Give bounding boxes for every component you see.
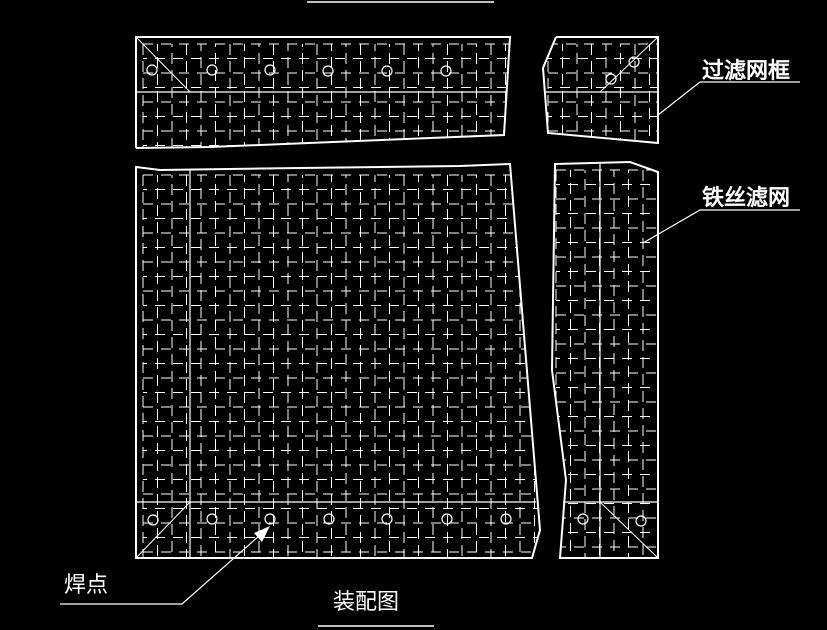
- weld-point: [628, 56, 640, 68]
- drawing-title: 装配图: [333, 590, 399, 615]
- mesh-label: 铁丝滤网: [702, 185, 790, 211]
- filter-frame-outline: [135, 36, 659, 559]
- mesh-bottom-left: [142, 174, 540, 558]
- weld-point: [381, 65, 393, 77]
- weld-leader-line: [60, 527, 269, 605]
- weld-label: 焊点: [64, 573, 108, 598]
- weld-point: [381, 513, 393, 525]
- weld-point: [322, 65, 334, 77]
- weld-point: [206, 513, 218, 525]
- weld-point: [441, 513, 453, 525]
- weld-point: [146, 64, 158, 76]
- frame-inner-rails: [136, 91, 658, 558]
- weld-points: [146, 56, 647, 527]
- frame-leader-line: [657, 81, 800, 116]
- weld-arrowhead: [254, 526, 270, 542]
- mesh-top-right: [547, 43, 658, 143]
- frame-label: 过滤网框: [702, 59, 790, 84]
- weld-point: [500, 513, 512, 525]
- mesh-leader-line: [642, 209, 800, 244]
- weld-point: [206, 64, 218, 76]
- weld-point: [147, 514, 159, 526]
- weld-point: [577, 513, 589, 525]
- weld-point: [605, 73, 617, 85]
- weld-point: [323, 513, 335, 525]
- weld-point: [264, 513, 276, 525]
- weld-point: [635, 515, 647, 527]
- mesh-top-left: [142, 43, 510, 148]
- weld-point: [264, 64, 276, 76]
- weld-point: [440, 65, 452, 77]
